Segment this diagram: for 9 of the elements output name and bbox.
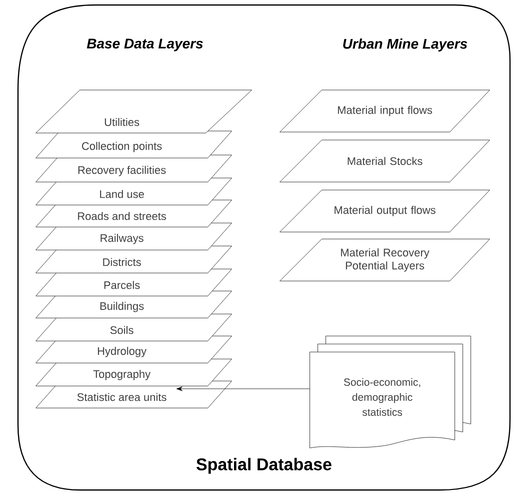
- layer-sheet: Utilities: [36, 90, 252, 134]
- heading: Base Data Layers: [86, 38, 203, 52]
- layer-sheet: Material Recovery Potential Layers: [280, 238, 490, 282]
- layer-sheet: Material output flows: [280, 190, 490, 232]
- heading: Urban Mine Layers: [343, 38, 468, 52]
- layer-sheet: Material input flows: [280, 90, 490, 132]
- arrow: [176, 386, 310, 392]
- layer-sheet: Material Stocks: [280, 140, 490, 182]
- document-stack: Socio-economic, demographic statistics: [310, 336, 471, 448]
